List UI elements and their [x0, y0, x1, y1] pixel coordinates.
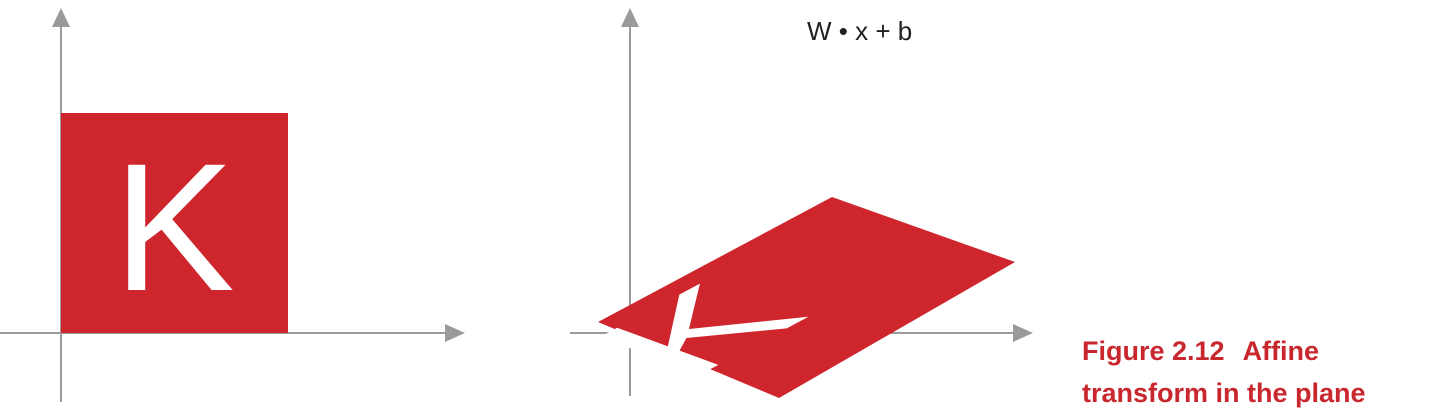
left-k-letter: K — [113, 125, 234, 329]
caption-text-line1: Affine — [1242, 336, 1320, 366]
left-y-axis-arrowhead — [52, 8, 70, 27]
left-x-axis-arrowhead — [445, 324, 465, 342]
figure-number: Figure 2.12 — [1082, 336, 1225, 366]
figure-caption: Figure 2.12 Affine transform in the plane — [1082, 330, 1456, 414]
right-y-axis-arrowhead — [621, 8, 639, 27]
caption-text-line2: transform in the plane — [1082, 378, 1366, 408]
right-x-axis-arrowhead — [1013, 324, 1033, 342]
formula-label: W • x + b — [807, 16, 912, 46]
left-k-square — [61, 113, 288, 333]
left-panel: K — [0, 8, 465, 402]
right-k-parallelogram — [598, 197, 1015, 398]
right-panel: W • x + b K — [552, 8, 1033, 398]
